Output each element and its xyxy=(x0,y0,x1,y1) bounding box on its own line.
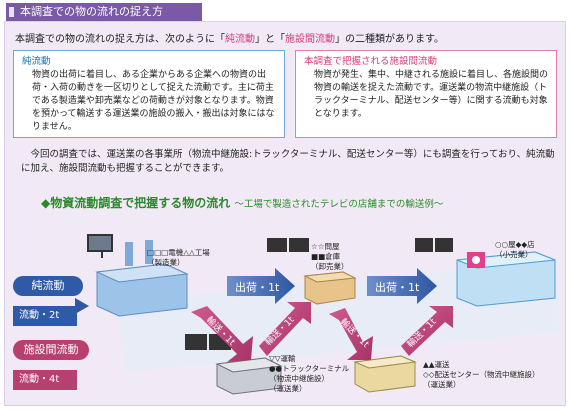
center-label: ▲▲運送◇◇配送センター（物流中継施設）（運送業） xyxy=(423,360,540,390)
terminal-name2: ●●トラックターミナル xyxy=(269,364,350,373)
pure-flow-description: 物資の出荷に着目し、ある企業からある企業への物資の出荷・入荷の動きを一区切りとし… xyxy=(32,70,275,132)
diagram-graphics xyxy=(75,234,560,395)
warehouse-icon xyxy=(267,238,357,305)
warehouse-type: （卸売業） xyxy=(311,262,349,271)
store-icon xyxy=(415,238,556,307)
facility-flow-tag: 流動・4t xyxy=(13,370,77,390)
factory-type: （製造業） xyxy=(147,258,185,267)
pure-flow-arrow xyxy=(75,298,89,314)
intro-text: 本調査での物の流れの捉え方は、次のように「純流動」と「施設間流動」の二種類があり… xyxy=(15,30,444,45)
facility-flow-description: 物資が発生、集中、中継される施設に着目し、各施設間の物資の輸送を捉えた流動です。… xyxy=(314,70,549,119)
ship-arrow-1 xyxy=(227,268,295,304)
terminal-sub: （物流中継施設） xyxy=(269,374,329,383)
store-type: （小売業） xyxy=(495,250,533,259)
intro-term-pure: 純流動 xyxy=(225,34,255,45)
ship-label-2: 出荷・1t xyxy=(375,281,420,294)
warehouse-label: ☆☆問屋■■倉庫（卸売業） xyxy=(311,242,349,272)
diagram-title: ◆物資流動調査で把握する物の流れ ～工場で製造されたテレビの店舗までの輸送例～ xyxy=(41,194,443,211)
transport-arrow-4 xyxy=(401,306,453,356)
terminal-label: ▽▽運輸●●トラックターミナル（物流中継施設）（運送業） xyxy=(269,354,349,394)
factory-icon xyxy=(87,234,189,317)
intro-term-facility: 施設間流動 xyxy=(285,34,335,45)
section-title: 本調査での物の流れの捉え方 xyxy=(20,5,163,18)
facility-flow-pill: 施設間流動 xyxy=(13,340,89,360)
store-name: ○○屋◆◆店 xyxy=(495,240,535,249)
pure-flow-title: 純流動 xyxy=(22,56,51,67)
intro-post: 」の二種類があります。 xyxy=(335,34,444,45)
transport-arrow-3 xyxy=(329,308,373,360)
flow-diagram: 純流動 流動・2t 施設間流動 流動・4t 出荷・1t 出荷・1t 輸送・1t … xyxy=(5,212,567,406)
transport-arrow-2 xyxy=(259,302,311,356)
center-name2: ◇◇配送センター（物流中継施設） xyxy=(423,370,540,379)
store-label: ○○屋◆◆店（小売業） xyxy=(495,240,535,260)
section-header: 本調査での物の流れの捉え方 xyxy=(6,3,202,21)
pure-flow-tag: 流動・2t xyxy=(13,306,77,326)
survey-note: 今回の調査では、運送業の各事業所（物流中継施設:トラックターミナル、配送センター… xyxy=(21,149,555,174)
terminal-type: （運送業） xyxy=(269,384,307,393)
facility-flow-box: 本調査で把握される施設間流動 物資が発生、集中、中継される施設に着目し、各施設間… xyxy=(295,50,557,138)
factory-name: □□□電機△△工場 xyxy=(147,248,210,257)
pure-flow-pill: 純流動 xyxy=(13,276,83,296)
factory-label: □□□電機△△工場（製造業） xyxy=(147,248,210,268)
diagram-title-text: ◆物資流動調査で把握する物の流れ xyxy=(41,196,231,210)
facility-flow-title: 本調査で把握される施設間流動 xyxy=(304,56,438,67)
intro-mid: 」と「 xyxy=(255,34,285,45)
pure-flow-box: 純流動 物資の出荷に着目し、ある企業からある企業への物資の出荷・入荷の動きを一区… xyxy=(13,50,285,138)
warehouse-name2: ■■倉庫 xyxy=(311,252,341,261)
content-panel: 本調査での物の流れの捉え方は、次のように「純流動」と「施設間流動」の二種類があり… xyxy=(4,21,566,406)
warehouse-name1: ☆☆問屋 xyxy=(311,242,340,251)
center-name1: ▲▲運送 xyxy=(423,360,450,369)
ship-label-1: 出荷・1t xyxy=(235,281,280,294)
intro-pre: 本調査での物の流れの捉え方は、次のように「 xyxy=(15,34,225,45)
distribution-center-icon xyxy=(353,355,417,393)
ship-arrow-2 xyxy=(367,268,437,304)
diagram-subtitle: ～工場で製造されたテレビの店舗までの輸送例～ xyxy=(234,199,444,210)
terminal-name1: ▽▽運輸 xyxy=(269,354,296,363)
transport-arrow-1 xyxy=(191,306,253,362)
center-type: （運送業） xyxy=(423,380,461,389)
